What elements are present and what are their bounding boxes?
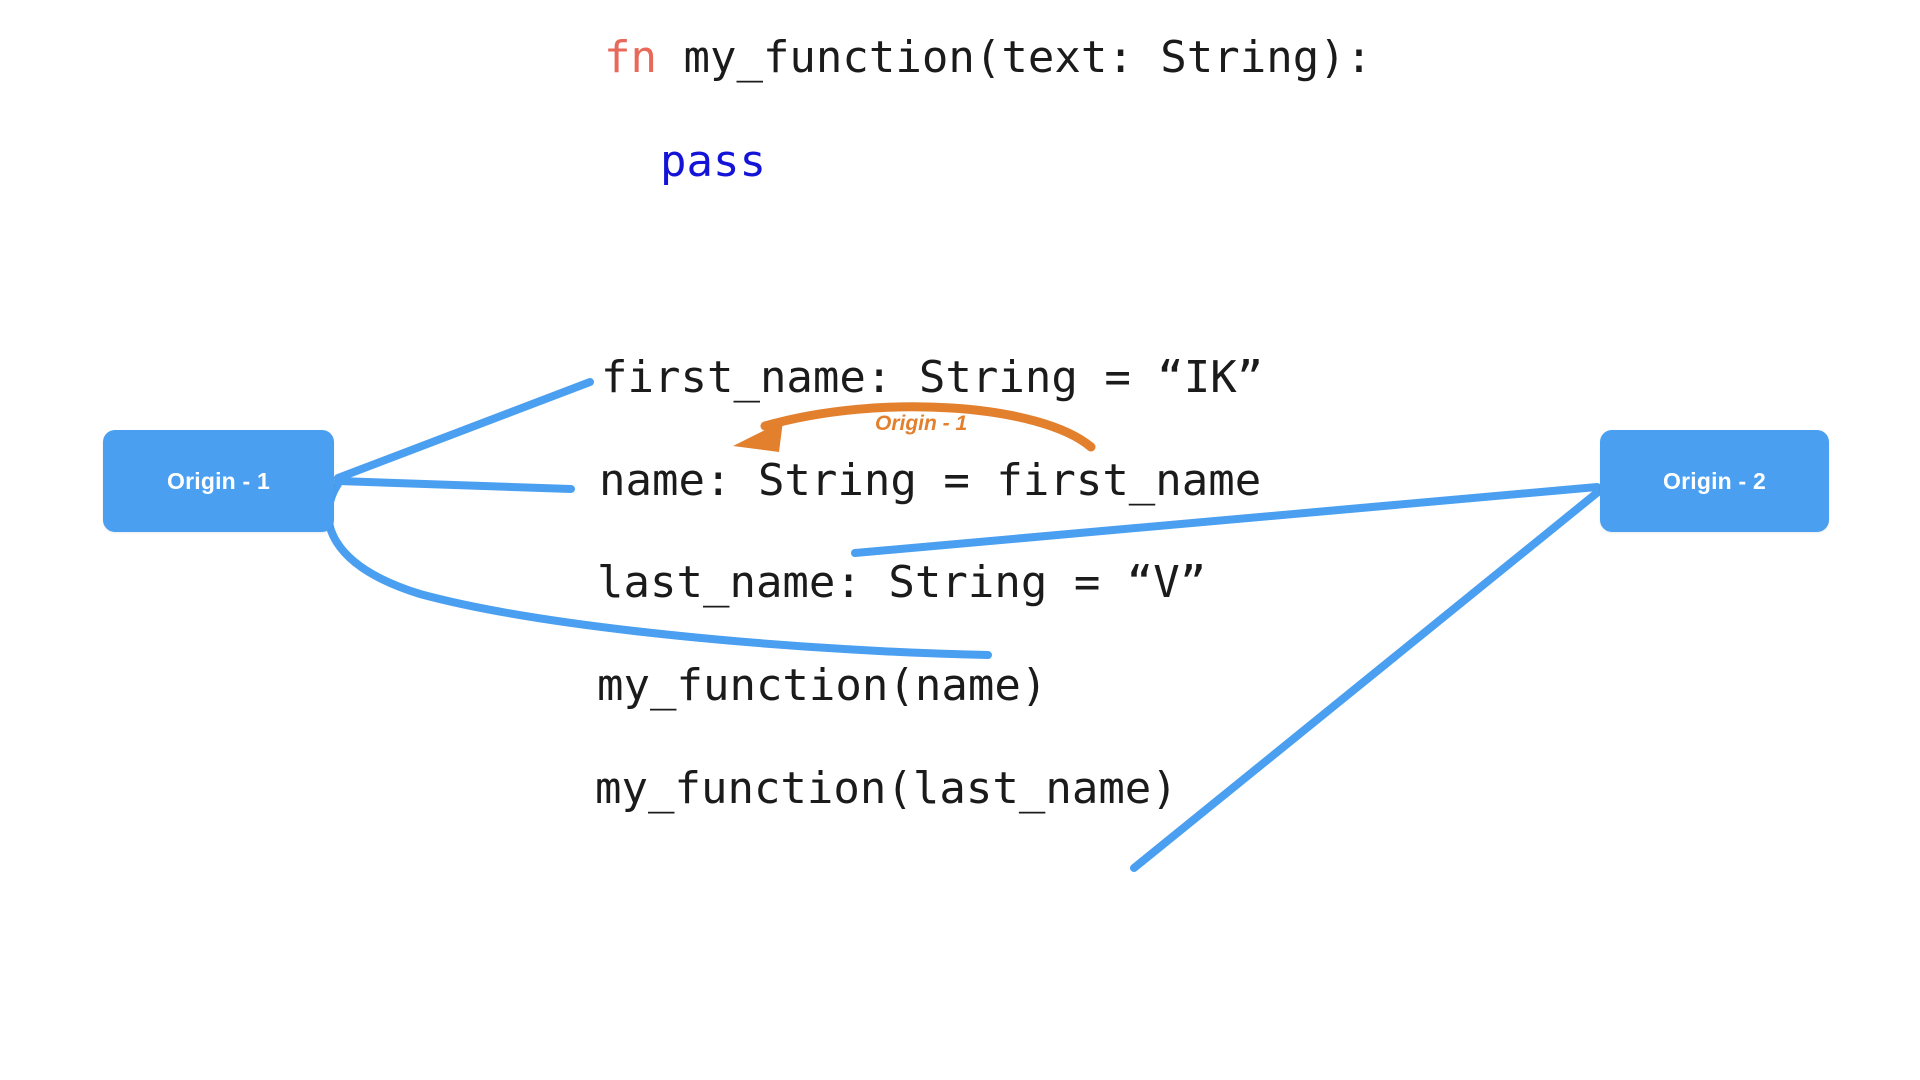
origin-box-2-label: Origin - 2 — [1663, 467, 1766, 494]
code-function-signature: fn my_function(text: String): — [604, 36, 1372, 80]
code-statement-call-name: my_function(name) — [597, 660, 1048, 711]
annotation-arrowhead-origin-1 — [733, 421, 783, 452]
connector-origin1-to-name — [334, 477, 575, 493]
keyword-fn: fn — [604, 32, 657, 83]
annotation-label-origin-1: Origin - 1 — [875, 412, 968, 435]
connector-origin2-to-call-last — [1130, 488, 1602, 872]
connector-origin1-to-first-name — [334, 378, 594, 482]
function-signature-rest: my_function(text: String): — [656, 32, 1373, 83]
code-statement-name: name: String = first_name — [599, 455, 1262, 506]
keyword-pass: pass — [660, 136, 766, 187]
origin-box-1-label: Origin - 1 — [167, 467, 270, 494]
code-statement-first-name: first_name: String = “IK” — [601, 352, 1264, 403]
origin-box-2[interactable]: Origin - 2 — [1600, 430, 1829, 532]
origin-box-1[interactable]: Origin - 1 — [103, 430, 334, 532]
code-statement-call-last-name: my_function(last_name) — [595, 763, 1178, 814]
code-statement-last-name: last_name: String = “V” — [597, 557, 1207, 608]
